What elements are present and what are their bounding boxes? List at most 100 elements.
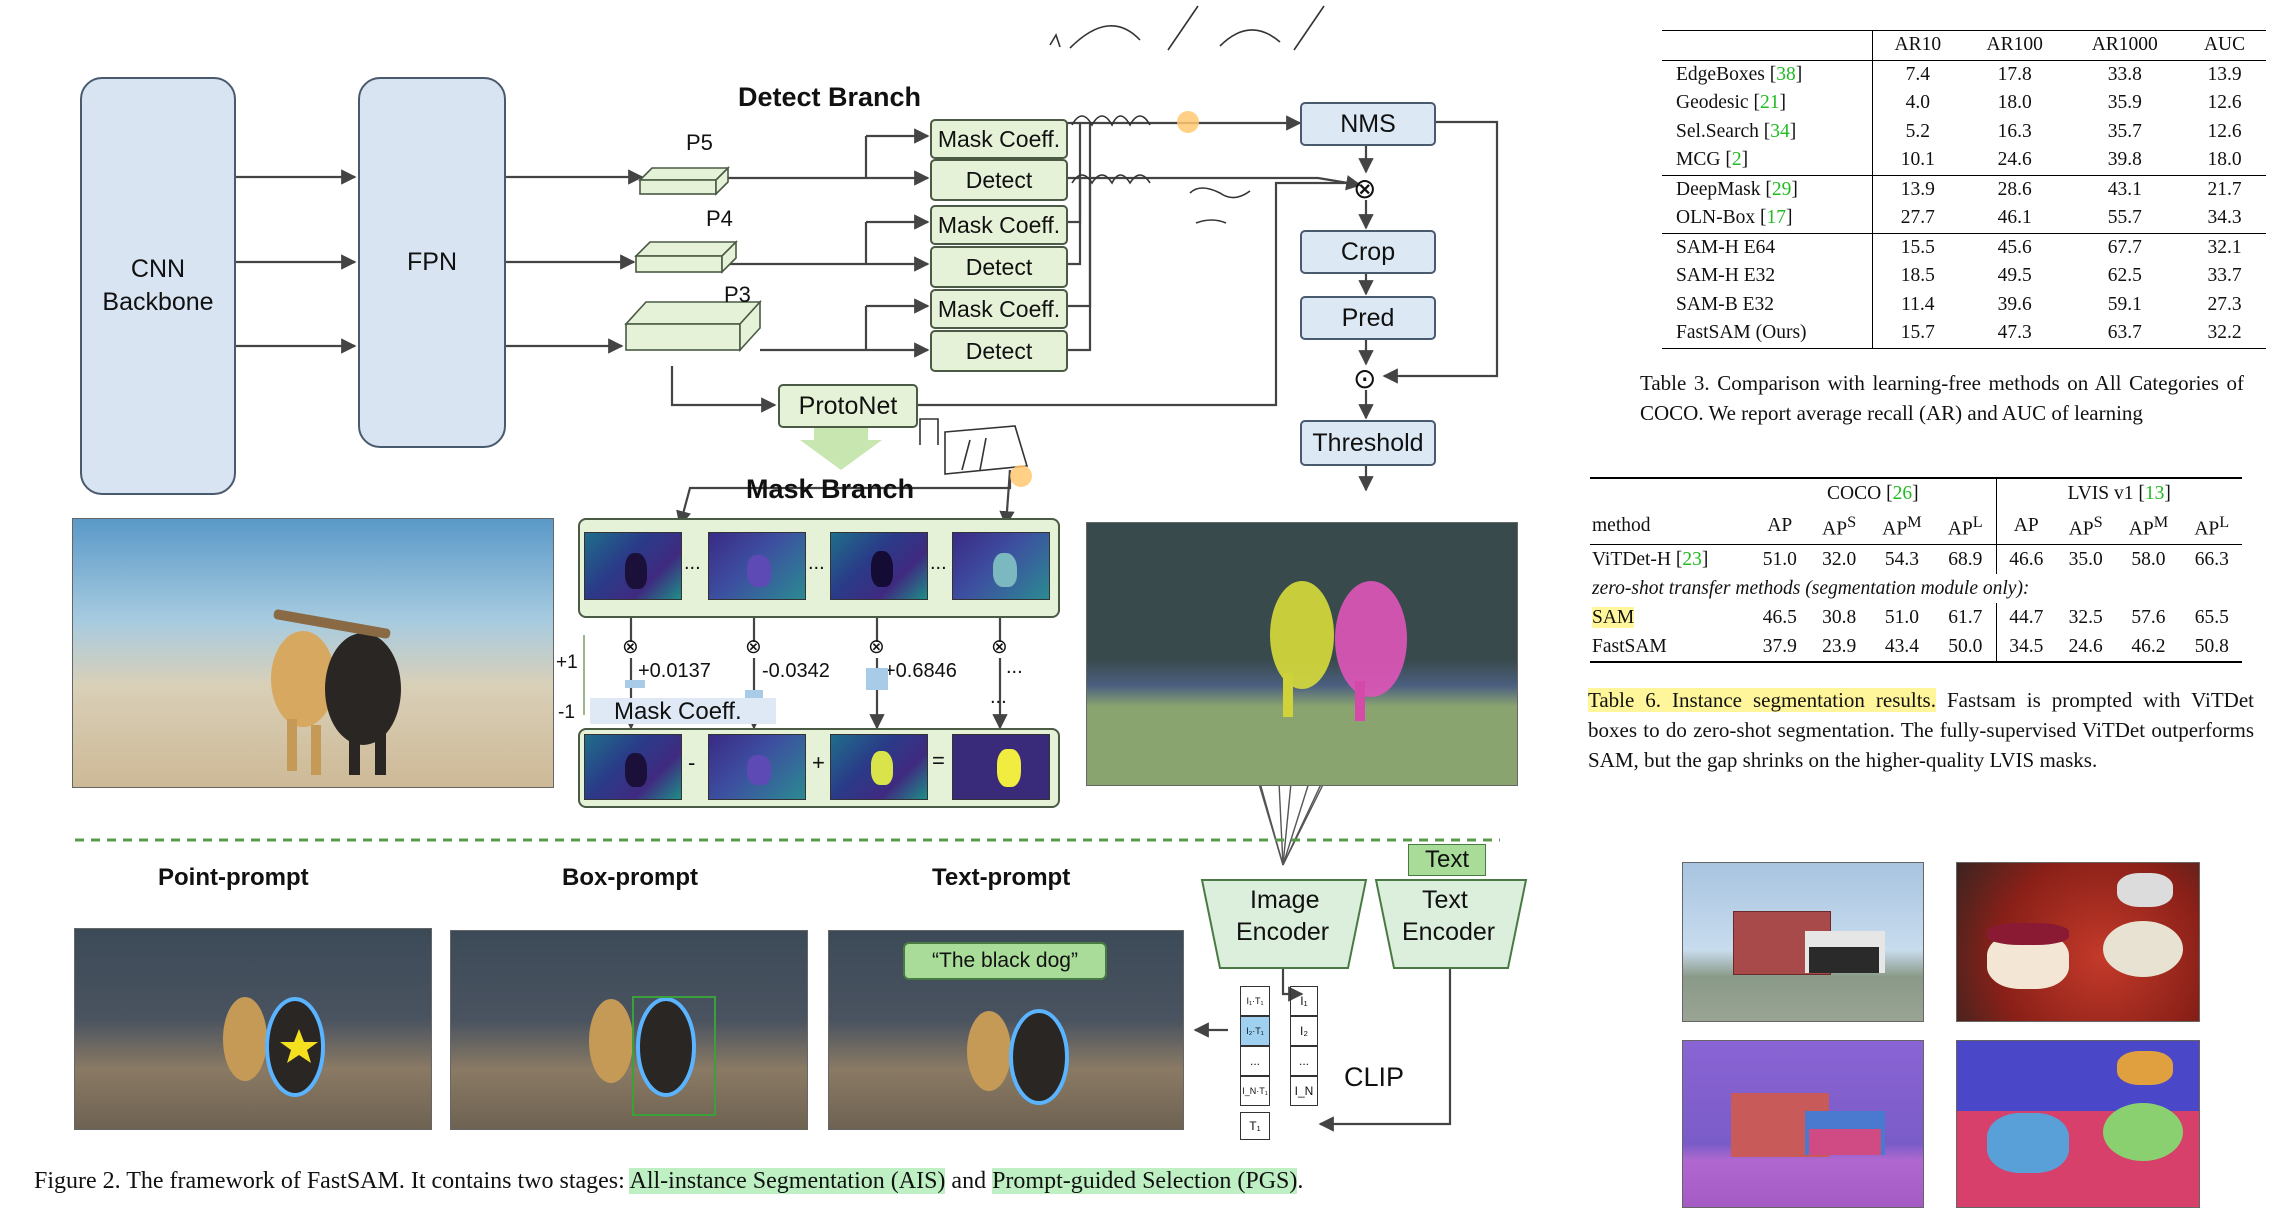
table-3-value-cell: 55.7 [2107, 207, 2142, 228]
table-3-value-cell: 35.7 [2107, 120, 2142, 142]
table-6-method-header: method [1592, 515, 1651, 537]
image-feature-3: ... [1290, 1046, 1318, 1076]
table-3-value-cell: 11.4 [1901, 293, 1935, 315]
lvis-ap-s-sup: S [2093, 513, 2103, 531]
point-prompt-result [74, 928, 432, 1130]
image-feature-4: I_N [1290, 1076, 1318, 1106]
table-3-value-cell: 43.1 [2066, 174, 2184, 204]
coefficient-3: +0.6846 [884, 660, 957, 682]
similarity-column: I₁·T₁ I₂·T₁ ... I_N·T₁ [1240, 986, 1270, 1106]
assembly-mask-1 [584, 734, 682, 800]
table-3-value-cell: 62.5 [2107, 265, 2142, 286]
vitdet-lvis-ap: 46.6 [2009, 548, 2044, 570]
vitdet-coco-ap: 51.0 [1762, 548, 1797, 570]
table-3-value-cell: 33.8 [2107, 63, 2142, 85]
table-3-value-cell: 15.7 [1900, 322, 1935, 343]
table-3-value-cell: 39.6 [1997, 293, 2032, 315]
segmentation-output [1086, 522, 1518, 786]
coeff-multiply-1: ⊗ [622, 636, 639, 658]
feature-levels [624, 166, 762, 353]
table-3-method-name: SAM-H E32 [1676, 265, 1776, 286]
segmented-dogs [1270, 581, 1407, 721]
sam-lvis-ap: 44.7 [2009, 606, 2044, 628]
similarity-cell-1: I₁·T₁ [1240, 986, 1270, 1016]
table-3-citation: 38 [1776, 63, 1796, 85]
coeff-bar-2 [745, 690, 763, 698]
coco-ap-s-base: AP [1822, 518, 1848, 540]
figure-caption-prefix: Figure 2. The framework of FastSAM. It c… [34, 1168, 630, 1194]
coco-ap-s-sup: S [1847, 513, 1857, 531]
sam-coco-ap-m: 51.0 [1884, 606, 1919, 628]
coco-ap-l-header: APL [1935, 508, 1997, 544]
table-3-value-cell: 32.1 [2183, 232, 2266, 262]
table-3-header: AR10 AR100 AR1000 AUC [1662, 30, 2266, 61]
coeff-bar-3 [866, 668, 888, 690]
vitdet-lvis-ap-s: 35.0 [2068, 548, 2103, 570]
table-3-method-name: Geodesic [1676, 92, 1749, 113]
table-3-value-cell: 17.8 [1997, 63, 2032, 85]
fastsam-coco-ap: 37.9 [1762, 635, 1797, 657]
point-prompt-dogs [223, 997, 325, 1097]
coco-ap-m-sup: M [1907, 513, 1922, 531]
sam-lvis-ap-m: 57.6 [2131, 606, 2166, 628]
fastsam-method: FastSAM [1592, 635, 1667, 657]
fastsam-coco-ap-l: 50.0 [1935, 631, 1997, 662]
image-feature-column: I₁ I₂ ... I_N [1290, 986, 1318, 1106]
table-3-header-ar10: AR10 [1872, 30, 1963, 61]
text-encoder-shape [1374, 879, 1528, 969]
assembly-mask-2 [708, 734, 806, 800]
detect-head-p3: Detect [930, 330, 1068, 372]
table-3-value-cell: 12.6 [2207, 92, 2242, 113]
dot-product-node: ⊙ [1353, 363, 1377, 394]
fastsam-coco-ap-s: 23.9 [1822, 635, 1857, 657]
multiply-node: ⊗ [1353, 173, 1377, 204]
coeff-axis-plus: +1 [556, 652, 578, 673]
p5-slab [638, 167, 730, 181]
vitdet-citation: 23 [1682, 548, 1702, 570]
fpn-block: FPN [358, 77, 506, 448]
vitdet-lvis-ap-l: 66.3 [2194, 548, 2229, 570]
text-query-pill: “The black dog” [903, 942, 1107, 980]
table-3-method-cell: SAM-H E64 [1662, 232, 1873, 262]
sam-lvis-ap-s: 32.5 [2068, 606, 2103, 628]
detect-head-p4: Detect [930, 246, 1068, 288]
coefficient-1: +0.0137 [638, 660, 711, 682]
coeff-multiply-3: ⊗ [868, 636, 885, 658]
mask-branch-title: Mask Branch [746, 474, 915, 504]
table-6-caption-highlight: Table 6. Instance segmentation results. [1588, 688, 1936, 712]
table-3-method-name: FastSAM (Ours) [1676, 322, 1807, 343]
image-encoder-label-1: Image [1250, 886, 1320, 914]
level-label-p3: P3 [724, 282, 751, 307]
table-3-method-name: EdgeBoxes [1676, 63, 1765, 85]
sam-coco-ap-l: 61.7 [1935, 602, 1997, 632]
text-encoder-label-2: Encoder [1402, 918, 1496, 946]
table-3-value-cell: 47.3 [1997, 322, 2032, 343]
table-3-citation: 21 [1759, 92, 1780, 113]
lvis-ap-l-header: APL [2182, 508, 2242, 544]
table-3-value-cell: 13.9 [1872, 174, 1963, 204]
figure-caption-highlight-pgs: Prompt-guided Selection (PGS) [992, 1168, 1298, 1194]
lvis-ap-s-base: AP [2068, 518, 2094, 540]
crop-block: Crop [1300, 230, 1436, 274]
example-food-photo [1956, 862, 2200, 1022]
table-3-method-name: DeepMask [1676, 178, 1761, 200]
nms-block: NMS [1300, 102, 1436, 146]
cnn-label: CNN [130, 255, 186, 283]
text-encoder-label-1: Text [1422, 886, 1468, 914]
table-3-value-cell: 18.0 [2207, 149, 2242, 170]
lvis-ap-l-base: AP [2194, 518, 2220, 540]
table-6-caption: Table 6. Instance segmentation results. … [1588, 685, 2254, 775]
sam-method: SAM [1590, 603, 1750, 632]
sam-coco-ap: 46.5 [1762, 606, 1797, 628]
prototype-mask-1 [584, 532, 682, 600]
coeff-multiply-4: ⊗ [991, 636, 1008, 658]
assembly-op-minus: - [688, 750, 696, 775]
text-feature: T₁ [1240, 1112, 1270, 1140]
assembly-op-equals: = [932, 748, 945, 773]
